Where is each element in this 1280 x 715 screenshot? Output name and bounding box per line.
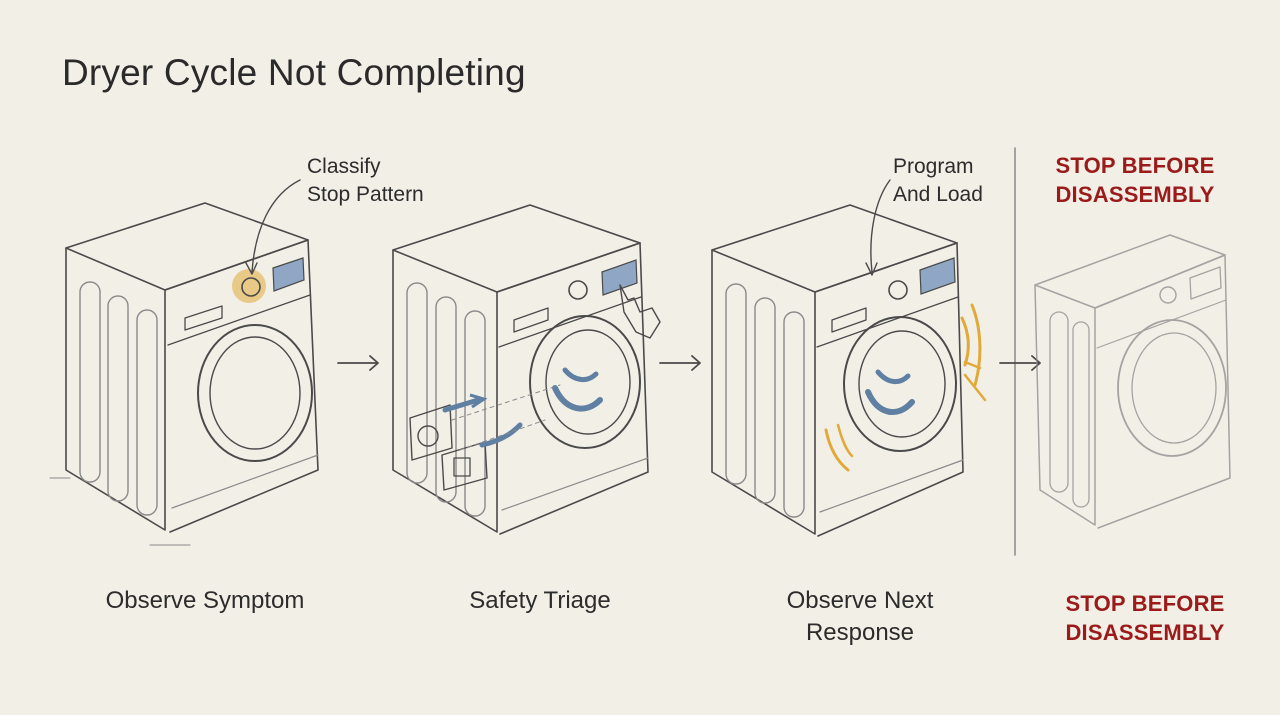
callout-program-and-load: Program And Load (893, 153, 983, 209)
callout-line: And Load (893, 183, 983, 206)
warning-line: STOP BEFORE (1055, 153, 1215, 178)
callout-line: Program (893, 155, 974, 178)
step-label-observe-next-response: Observe Next Response (740, 585, 980, 649)
warning-top: STOP BEFORE DISASSEMBLY (1040, 151, 1230, 209)
step-label-safety-triage: Safety Triage (469, 587, 611, 614)
page-title: Dryer Cycle Not Completing (62, 52, 526, 93)
label-line: Observe Next (786, 587, 934, 614)
warning-line: DISASSEMBLY (1055, 182, 1215, 207)
flow-arrow-2 (659, 355, 701, 371)
dryer-3-illustration (711, 179, 987, 537)
callout-line: Classify (307, 155, 381, 178)
dryer-1-illustration (49, 179, 319, 546)
warning-line: STOP BEFORE (1065, 591, 1225, 616)
callout-classify-stop-pattern: Classify Stop Pattern (307, 153, 424, 209)
label-line: Response (805, 619, 915, 646)
callout-line: Stop Pattern (307, 183, 424, 206)
step-label-observe-symptom: Observe Symptom (105, 587, 305, 614)
flow-arrow-1 (337, 355, 379, 371)
warning-line: DISASSEMBLY (1065, 620, 1225, 645)
dryer-2-illustration (392, 204, 661, 535)
flow-arrow-3 (999, 355, 1041, 371)
warning-bottom: STOP BEFORE DISASSEMBLY (1045, 589, 1245, 647)
dryer-4-illustration (1034, 234, 1231, 529)
